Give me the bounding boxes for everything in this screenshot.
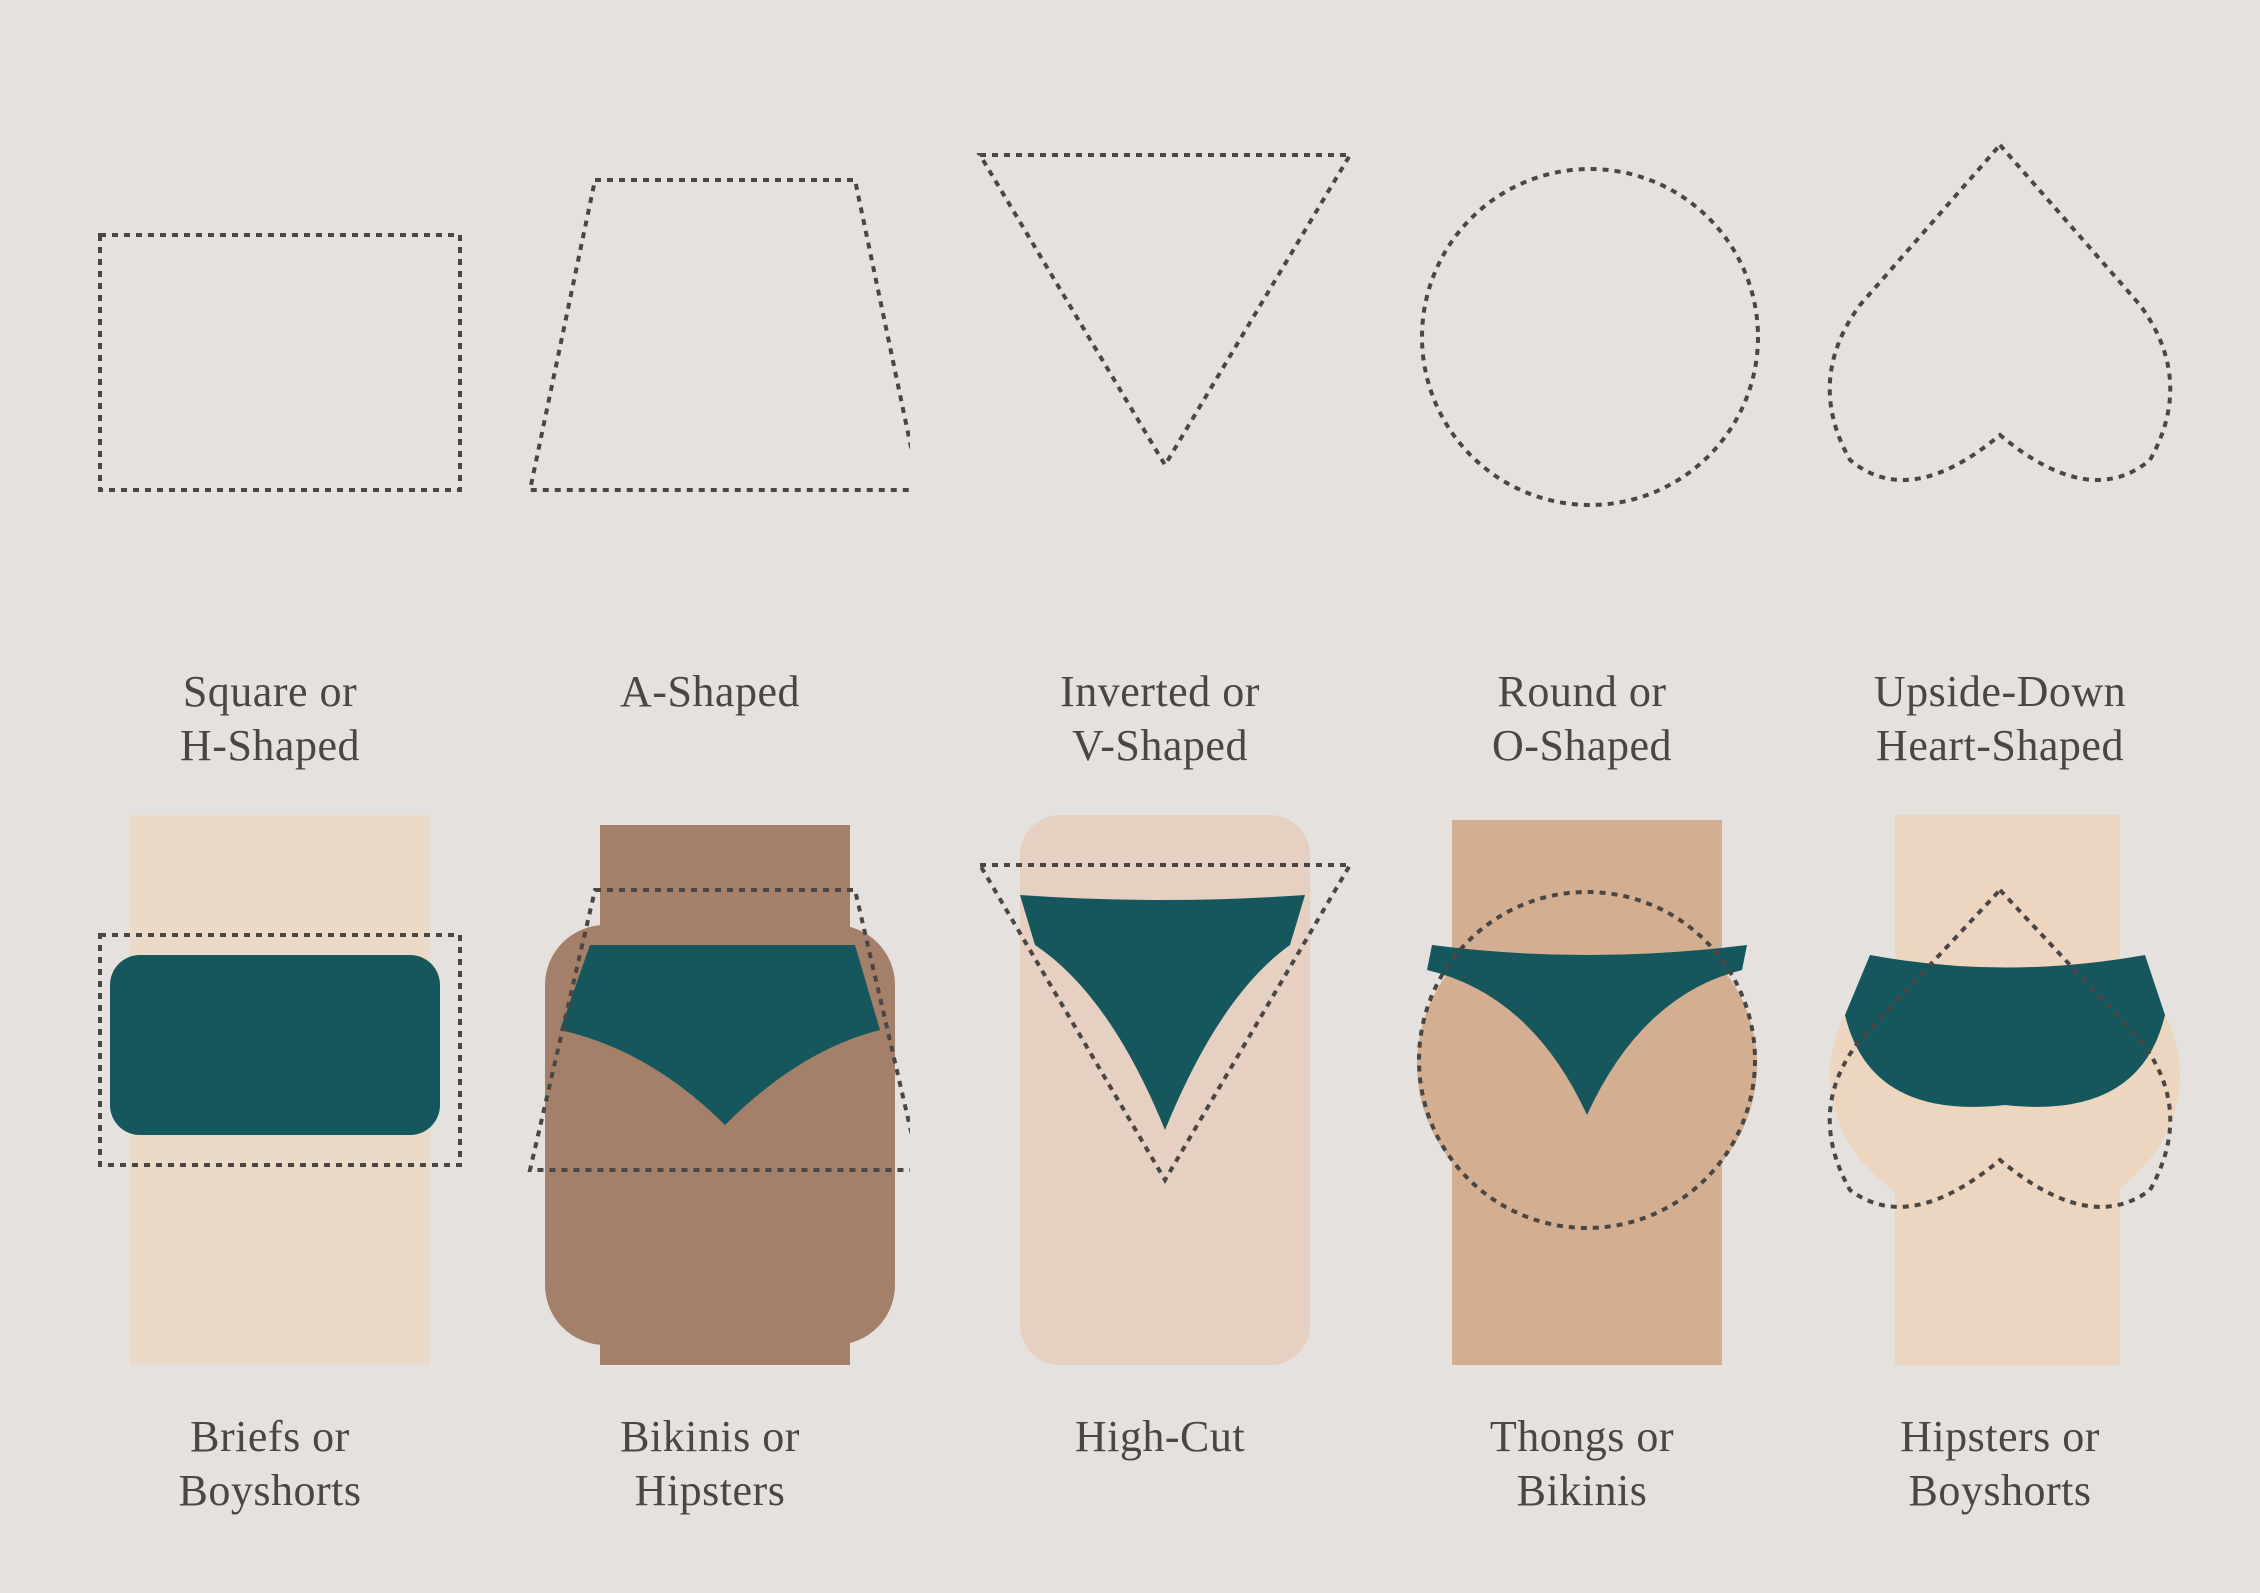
shape-card-square: Square or H-Shaped [60, 60, 480, 770]
shape-card-heart: Upside-Down Heart-Shaped [1790, 60, 2210, 770]
shape-card-round: Round or O-Shaped [1372, 60, 1792, 770]
heart-shape-diagram [1800, 60, 2200, 640]
circle-outline-icon [1417, 820, 1757, 1365]
inverted-heart-outline-icon [1827, 815, 2180, 1365]
style-card-high-cut: High-Cut [950, 805, 1370, 1461]
trapezoid-outline-icon [527, 178, 910, 492]
briefs-diagram [70, 805, 470, 1375]
inverted-triangle-outline-icon [976, 815, 1354, 1365]
style-caption: High-Cut [1074, 1412, 1246, 1461]
trapezoid-outline-icon [527, 825, 910, 1365]
style-caption: Hipsters or Boyshorts [1900, 1412, 2100, 1515]
bikinis-diagram [510, 805, 910, 1375]
circle-outline-icon [1420, 167, 1760, 507]
style-caption: Bikinis or Hipsters [620, 1412, 800, 1515]
style-card-thongs: Thongs or Bikinis [1372, 805, 1792, 1515]
thongs-diagram [1382, 805, 1782, 1375]
round-shape-diagram [1382, 60, 1782, 640]
inverted-triangle-outline-icon [976, 153, 1354, 469]
style-caption: Thongs or Bikinis [1489, 1412, 1675, 1515]
inverted-heart-outline-icon [1827, 141, 2173, 482]
style-card-briefs: Briefs or Boyshorts [60, 805, 480, 1515]
style-card-hipsters: Hipsters or Boyshorts [1790, 805, 2210, 1515]
shape-caption: A-Shaped [620, 667, 800, 716]
a-shape-diagram [510, 60, 910, 640]
square-shape-diagram [70, 60, 470, 640]
shape-caption: Square or H-Shaped [180, 667, 360, 770]
rectangle-outline-icon [98, 233, 462, 492]
high-cut-diagram [960, 805, 1360, 1375]
shape-card-a: A-Shaped [500, 60, 920, 716]
shape-caption: Round or O-Shaped [1492, 667, 1672, 770]
style-card-bikinis: Bikinis or Hipsters [500, 805, 920, 1515]
hipsters-diagram [1800, 805, 2200, 1375]
shape-caption: Inverted or V-Shaped [1060, 667, 1260, 770]
shape-caption: Upside-Down Heart-Shaped [1873, 667, 2127, 770]
v-shape-diagram [960, 60, 1360, 640]
shape-card-v: Inverted or V-Shaped [950, 60, 1370, 770]
rectangle-outline-icon [98, 815, 462, 1365]
style-caption: Briefs or Boyshorts [178, 1412, 362, 1515]
